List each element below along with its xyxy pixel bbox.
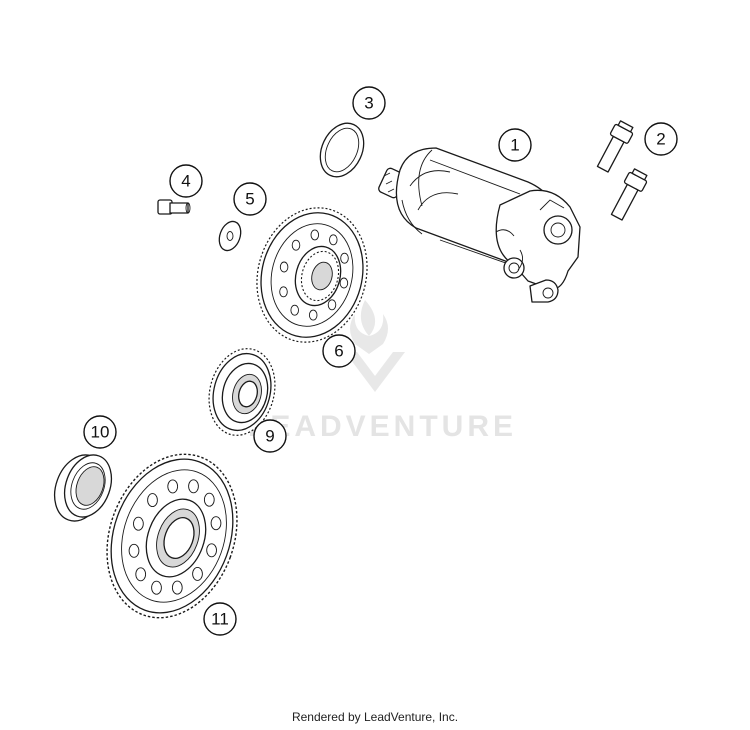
gear-hole [135, 567, 147, 582]
callout-label: 10 [91, 423, 110, 442]
gear-hole [290, 304, 299, 316]
seal-ring [53, 454, 113, 522]
watermark-v-icon [345, 352, 405, 392]
gear-hole [192, 566, 203, 581]
gear-hole [308, 309, 318, 321]
callout-5: 5 [233, 182, 267, 216]
gear-hole [327, 299, 337, 311]
callout-label: 4 [181, 172, 190, 191]
gear-hole [147, 493, 158, 508]
callout-2: 2 [644, 122, 678, 156]
footer-credit: Rendered by LeadVenture, Inc. [291, 710, 459, 724]
gear-holes [279, 229, 349, 321]
watermark-text: LEADVENTURE [248, 410, 517, 443]
watermark: LEADVENTURE [248, 300, 517, 443]
gear-hole [340, 252, 349, 264]
gear-hole [279, 261, 289, 273]
callout-label: 2 [656, 130, 665, 149]
o-ring [319, 122, 365, 178]
callout-3: 3 [352, 86, 386, 120]
washer [218, 220, 242, 252]
callout-10: 10 [83, 415, 117, 449]
gear-holes [128, 479, 222, 595]
callout-label: 3 [364, 94, 373, 113]
callout-label: 5 [245, 190, 254, 209]
gear-hole [167, 479, 179, 494]
large-gear [106, 453, 238, 619]
intermediate-gear [256, 207, 368, 343]
callout-1: 1 [498, 128, 532, 162]
callout-label: 1 [510, 136, 519, 155]
gear-hole [128, 543, 140, 558]
gear-hole [151, 580, 162, 595]
gear-hole [329, 234, 338, 246]
watermark-flame-icon [350, 300, 388, 354]
gear-hole [291, 239, 301, 251]
gear-hole [188, 479, 199, 494]
gear-hole [203, 492, 215, 507]
callout-11: 11 [203, 602, 237, 636]
gear-hole [210, 516, 222, 531]
gear-hole [171, 580, 183, 595]
callout-label: 6 [334, 342, 343, 361]
gear-hole [310, 229, 320, 241]
callout-9: 9 [253, 419, 287, 453]
small-bolt [157, 199, 191, 215]
bolts [596, 120, 648, 221]
gear-hole [279, 286, 288, 298]
gear-hole [206, 543, 217, 558]
callout-4: 4 [169, 164, 203, 198]
callout-6: 6 [322, 334, 356, 368]
callout-label: 9 [265, 427, 274, 446]
gear-hole [339, 277, 349, 289]
starter-motor [378, 147, 581, 303]
gear-hole [133, 516, 144, 531]
small-gear [208, 348, 276, 436]
callout-label: 11 [211, 610, 229, 629]
